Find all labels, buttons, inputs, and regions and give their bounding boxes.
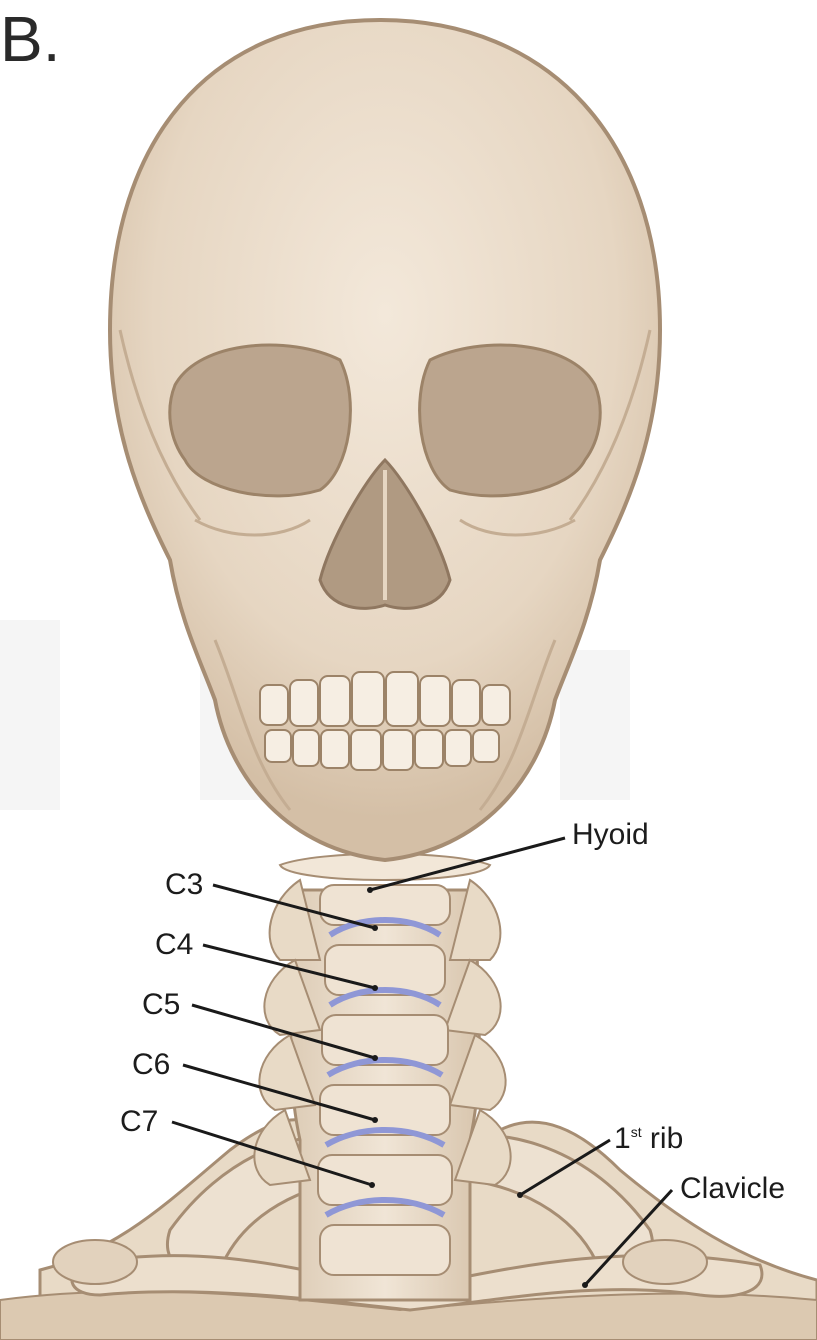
label-first-rib: 1st rib [614, 1122, 683, 1156]
label-hyoid: Hyoid [572, 818, 649, 852]
label-c3: C3 [165, 868, 203, 902]
first-rib-word: rib [650, 1122, 683, 1155]
panel-letter: B. [0, 2, 60, 76]
label-clavicle: Clavicle [680, 1172, 785, 1206]
first-rib-superscript: st [631, 1124, 642, 1140]
right-orbit [420, 345, 601, 496]
label-c4: C4 [155, 928, 193, 962]
left-orbit [170, 345, 351, 496]
label-c6: C6 [132, 1048, 170, 1082]
label-c5: C5 [142, 988, 180, 1022]
label-c7: C7 [120, 1105, 158, 1139]
first-rib-number: 1 [614, 1122, 631, 1155]
